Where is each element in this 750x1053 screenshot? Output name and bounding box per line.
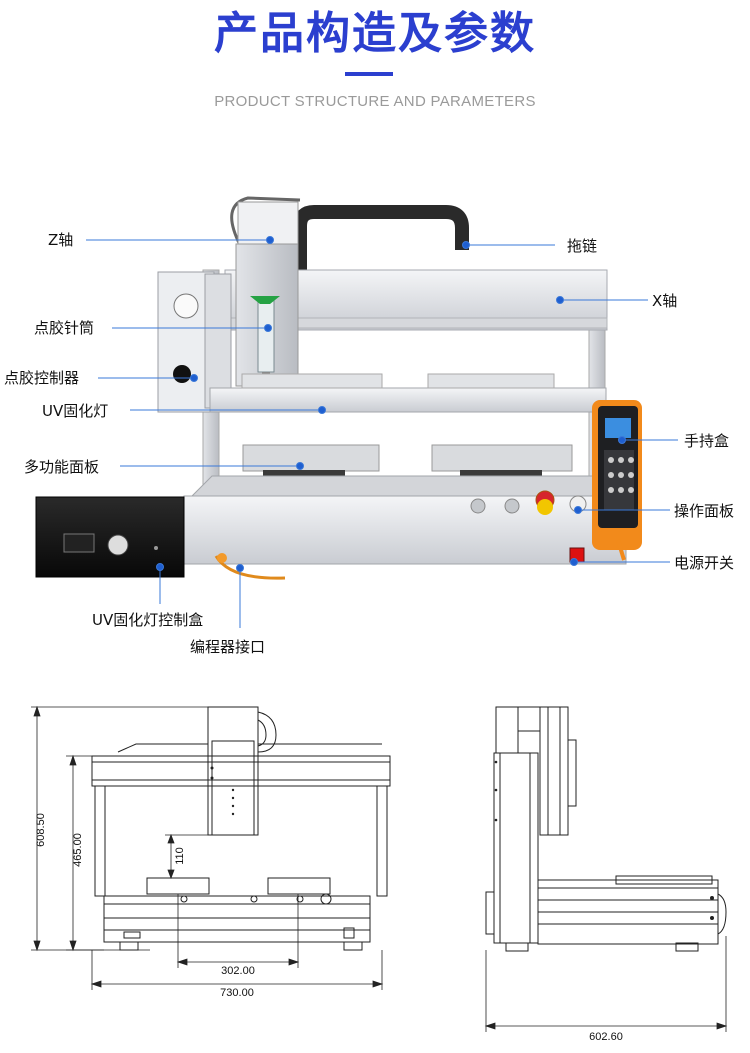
- label-multi-panel: 多功能面板: [24, 458, 100, 476]
- label-x-axis: X轴: [652, 292, 678, 310]
- drag-chain-shape: [293, 205, 469, 270]
- dim-z-travel: 110: [174, 847, 186, 865]
- label-programmer-port: 编程器接口: [190, 638, 266, 656]
- label-operation-panel: 操作面板: [674, 502, 735, 520]
- page-title: 产品构造及参数: [214, 8, 536, 59]
- dim-overall-height: 608.50: [35, 813, 47, 847]
- label-handheld-box: 手持盒: [684, 432, 730, 450]
- label-uv-lamp: UV固化灯: [42, 402, 109, 420]
- title-underline: [345, 72, 393, 76]
- dim-side-depth: 602.60: [589, 1031, 623, 1043]
- label-power-switch: 电源开关: [674, 554, 735, 572]
- dim-table-width: 302.00: [221, 965, 255, 977]
- label-drag-chain: 拖链: [567, 237, 598, 255]
- label-uv-control-box: UV固化灯控制盒: [92, 611, 204, 629]
- label-glue-controller: 点胶控制器: [4, 369, 80, 387]
- dim-overall-width: 730.00: [220, 987, 254, 999]
- page-subtitle: PRODUCT STRUCTURE AND PARAMETERS: [214, 93, 536, 110]
- label-syringe: 点胶针筒: [34, 319, 95, 337]
- label-z-axis: Z轴: [48, 231, 74, 249]
- dim-frame-height: 465.00: [72, 833, 84, 867]
